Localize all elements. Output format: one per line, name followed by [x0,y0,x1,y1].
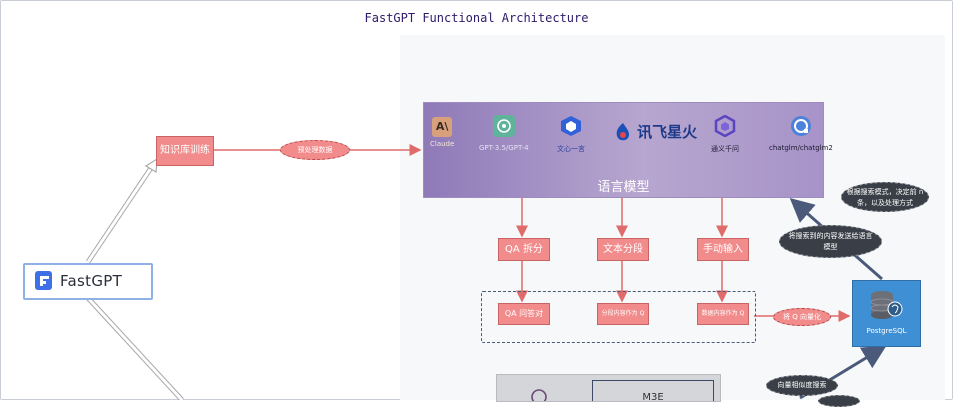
database-icon [870,291,903,319]
send-to-llm-note: 将搜索到的内容发送给语言模型 [779,225,882,258]
claude-logo-icon: A\ [432,117,453,137]
xunfei-logo-icon [616,122,630,140]
fastgpt-node[interactable]: FastGPT [23,263,153,300]
model-caption: Claude [430,140,455,148]
m3e-node[interactable]: M3E [592,380,714,403]
vector-model-panel[interactable] [496,374,721,402]
fastgpt-to-training-arrow-core [86,164,155,263]
model-gpt: GPT-3.5/GPT-4 [479,115,529,152]
search-mode-note: 根据搜索模式，决定前 n 条，以及处理方式 [841,182,929,212]
model-wenxin: 文心一言 [557,115,585,154]
model-caption: chatglm/chatglm2 [769,144,833,152]
chatglm-logo-icon [790,116,811,136]
model-xunfei: 讯飞星火 [614,121,697,142]
m3e-label: M3E [642,392,664,403]
fastgpt-logo-icon [35,271,52,290]
xunfei-wordmark: 讯飞星火 [637,123,698,141]
split-results-group [481,291,756,343]
model-chatglm: chatglm/chatglm2 [769,115,833,152]
wenxin-logo-icon [561,116,581,136]
similarity-search-note: 向量相似度搜索 [766,375,838,396]
preprocess-data-oval: 预处理数据 [280,140,350,160]
model-claude: A\ Claude [430,115,454,148]
model-caption: 文心一言 [557,145,585,153]
postgres-node[interactable]: PostgreSQL [852,280,921,347]
text-split-node[interactable]: 文本分段 [597,238,649,261]
qa-pairs-node[interactable]: QA 问答对 [498,303,550,325]
knowledge-training-node[interactable]: 知识库训练 [156,136,214,166]
qa-split-node[interactable]: QA 拆分 [498,238,550,261]
openai-embedding-icon [531,389,547,401]
manual-input-node[interactable]: 手动输入 [697,238,749,261]
llm-panel-label: 语言模型 [597,180,650,195]
vectorize-oval: 将 Q 向量化 [773,308,831,326]
fastgpt-label: FastGPT [60,272,123,290]
model-tongyi: 通义千问 [711,114,739,154]
llm-panel[interactable]: A\ Claude GPT-3.5/GPT-4 文心一言 讯飞星火 [423,102,833,198]
bottom-note-oval [818,395,860,407]
tongyi-logo-icon [714,114,736,138]
openai-logo-icon [492,115,515,137]
data-as-q-node[interactable]: 数据内容作为 Q [697,303,749,325]
fastgpt-to-chat-arrow-core [86,296,184,400]
model-caption: GPT-3.5/GPT-4 [479,144,529,152]
diagram-title: FastGPT Functional Architecture [364,11,589,25]
model-caption: 通义千问 [711,145,739,153]
postgres-label: PostgreSQL [866,327,907,335]
segments-as-q-node[interactable]: 分段内容作为 Q [597,303,649,325]
